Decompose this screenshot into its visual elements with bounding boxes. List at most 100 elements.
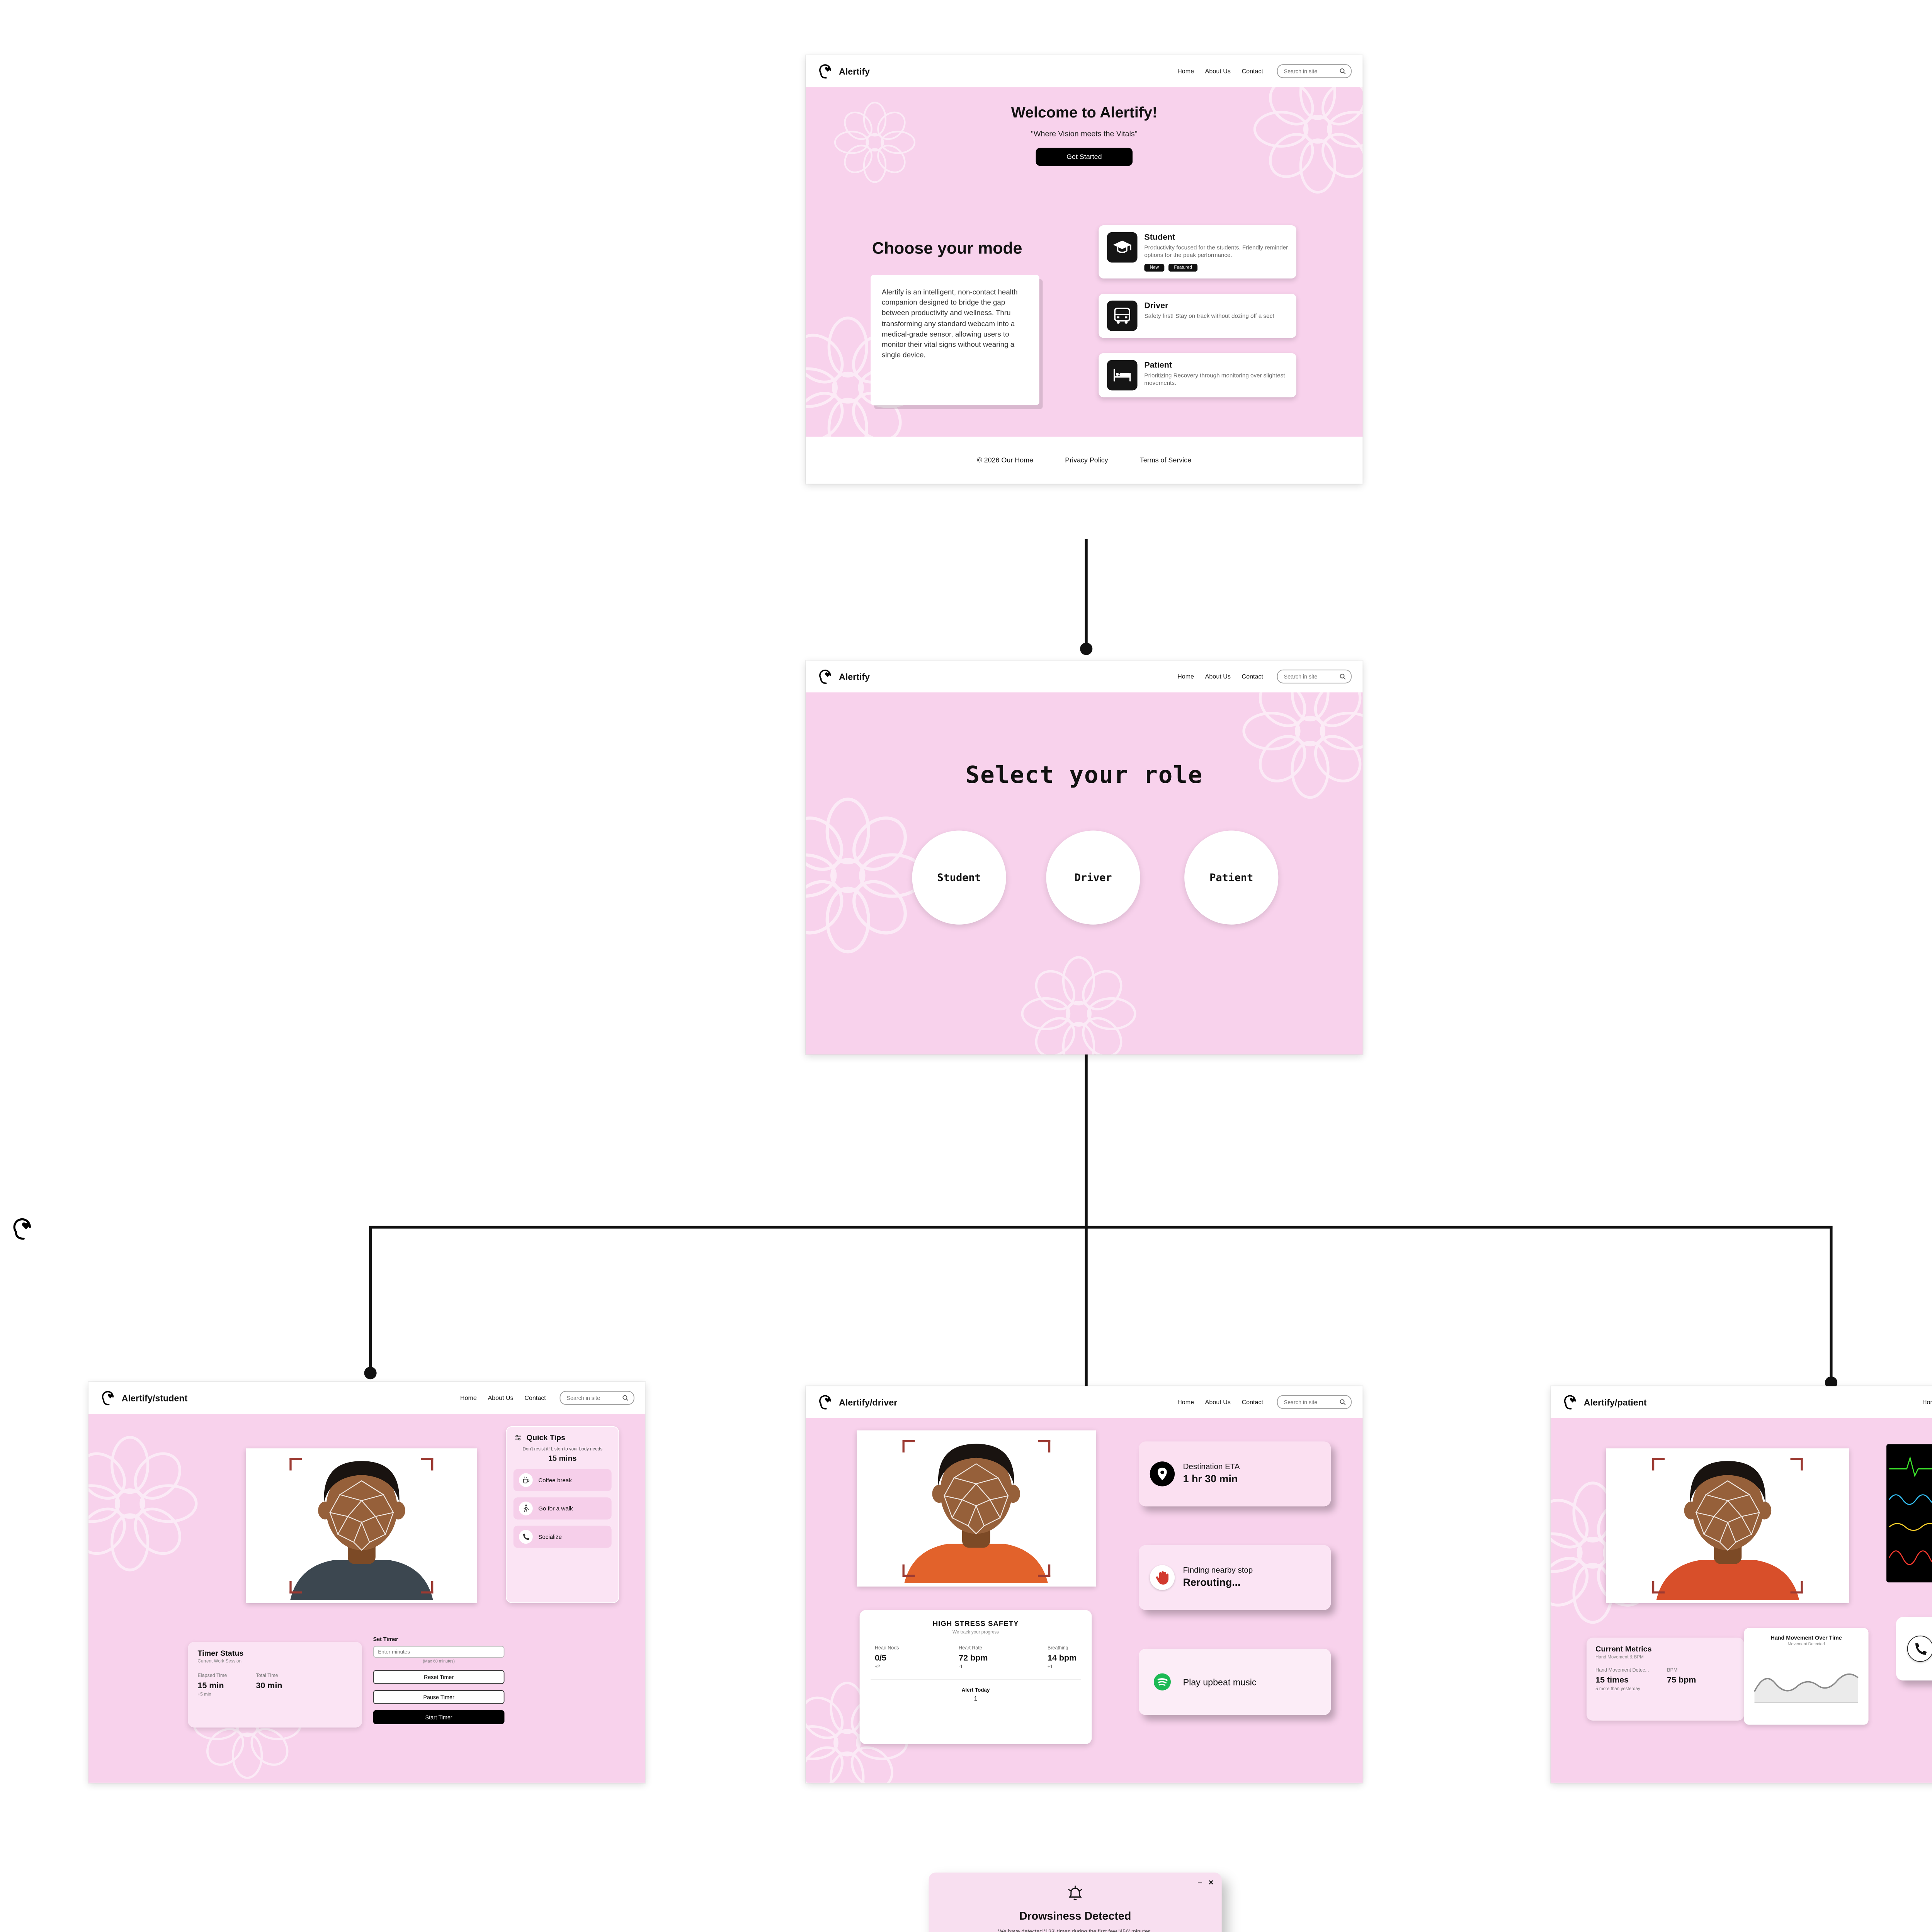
mode-card-desc: Productivity focused for the students. F… bbox=[1144, 244, 1288, 259]
focus-bracket bbox=[1038, 1440, 1051, 1453]
home-footer: © 2026 Our Home Privacy Policy Terms of … bbox=[806, 437, 1363, 484]
nav-links: Home About Us Contact bbox=[1177, 68, 1263, 75]
modal-body: We have detected '123' times during the … bbox=[998, 1929, 1152, 1932]
search-input[interactable] bbox=[565, 1394, 619, 1402]
role-option-driver[interactable]: Driver bbox=[1046, 830, 1140, 925]
search-input[interactable] bbox=[1282, 1398, 1337, 1406]
play-music-card[interactable]: Play upbeat music bbox=[1139, 1648, 1331, 1715]
nav-about[interactable]: About Us bbox=[488, 1394, 514, 1401]
nav-home[interactable]: Home bbox=[1177, 68, 1194, 75]
focus-bracket bbox=[902, 1564, 915, 1577]
nav-about[interactable]: About Us bbox=[1205, 68, 1231, 75]
patient-dashboard-body: 80 14 99 38 120/80 (93) 120/80 (90) Curr… bbox=[1550, 1418, 1932, 1783]
student-icon bbox=[1107, 232, 1138, 263]
set-timer-panel: Set Timer (Max 60 minutes) Reset Timer P… bbox=[373, 1636, 505, 1724]
nav-home[interactable]: Home bbox=[460, 1394, 477, 1401]
timer-status-card: Timer Status Current Work Session Elapse… bbox=[188, 1642, 362, 1728]
high-stress-safety-card: HIGH STRESS SAFETY We track your progres… bbox=[859, 1610, 1092, 1744]
alertify-logo-icon bbox=[100, 1389, 116, 1406]
bed-icon bbox=[1107, 360, 1138, 391]
mode-card-desc: Prioritizing Recovery through monitoring… bbox=[1144, 371, 1285, 387]
stop-value: Rerouting... bbox=[1183, 1577, 1241, 1589]
screen-student: Alertify/student Home About Us Contact bbox=[88, 1382, 646, 1783]
notify-nurses-card[interactable]: Notifying Nurses for immediate checkup..… bbox=[1896, 1617, 1932, 1681]
chart-title: Hand Movement Over Time bbox=[1770, 1635, 1842, 1641]
screen-driver: Alertify/driver Home About Us Contact H bbox=[806, 1386, 1363, 1783]
focus-bracket bbox=[420, 1581, 433, 1594]
tip-coffee-break[interactable]: Coffee break bbox=[513, 1469, 612, 1492]
brand-title: Alertify bbox=[838, 66, 870, 77]
quick-tips-panel: Quick Tips Don't resist it! Listen to yo… bbox=[506, 1426, 619, 1603]
footer-copyright: © 2026 Our Home bbox=[977, 456, 1034, 464]
coffee-icon bbox=[519, 1473, 533, 1488]
nav-contact[interactable]: Contact bbox=[1242, 68, 1264, 75]
nav-contact[interactable]: Contact bbox=[1242, 673, 1264, 680]
detected-face-illustration bbox=[262, 1451, 461, 1600]
stop-label: Finding nearby stop bbox=[1183, 1566, 1253, 1575]
flow-line-role-down bbox=[1085, 1054, 1088, 1228]
focus-bracket bbox=[1038, 1564, 1051, 1577]
nav-contact[interactable]: Contact bbox=[1242, 1398, 1264, 1406]
flow-line-to-driver bbox=[1085, 1226, 1088, 1386]
search-input[interactable] bbox=[1282, 67, 1337, 75]
site-search[interactable] bbox=[1277, 64, 1352, 78]
search-icon bbox=[1339, 673, 1346, 680]
current-metrics-card: Current Metrics Hand Movement & BPM Hand… bbox=[1586, 1638, 1744, 1721]
mode-card-patient[interactable]: Patient Prioritizing Recovery through mo… bbox=[1099, 353, 1296, 398]
eta-label: Destination ETA bbox=[1183, 1463, 1240, 1471]
start-timer-button[interactable]: Start Timer bbox=[373, 1710, 505, 1724]
mode-card-title: Patient bbox=[1144, 360, 1172, 370]
nearby-stop-card[interactable]: Finding nearby stop Rerouting... bbox=[1139, 1545, 1331, 1610]
navbar: Alertify/patient Home About Us Contact bbox=[1550, 1386, 1932, 1418]
home-hero-section: Welcome to Alertify! "Where Vision meets… bbox=[806, 87, 1363, 437]
focus-bracket bbox=[1790, 1581, 1803, 1594]
role-option-patient[interactable]: Patient bbox=[1184, 830, 1279, 925]
close-button[interactable]: × bbox=[1208, 1877, 1214, 1887]
minimize-button[interactable]: – bbox=[1197, 1877, 1202, 1887]
flower-decoration bbox=[88, 1435, 199, 1573]
tip-go-for-walk[interactable]: Go for a walk bbox=[513, 1498, 612, 1520]
nav-contact[interactable]: Contact bbox=[524, 1394, 546, 1401]
reset-timer-button[interactable]: Reset Timer bbox=[373, 1670, 505, 1684]
screen-role-select: Alertify Home About Us Contact Select yo… bbox=[806, 660, 1363, 1054]
tip-socialize[interactable]: Socialize bbox=[513, 1526, 612, 1548]
role-select-body: Select your role Student Driver Patient bbox=[806, 692, 1363, 1054]
mode-card-driver[interactable]: Driver Safety first! Stay on track witho… bbox=[1099, 293, 1296, 338]
bpm-block: BPM 75 bpm bbox=[1667, 1668, 1696, 1685]
search-icon bbox=[1339, 1399, 1346, 1406]
nav-about[interactable]: About Us bbox=[1205, 1398, 1231, 1406]
flow-dot bbox=[364, 1367, 377, 1379]
nav-about[interactable]: About Us bbox=[1205, 673, 1231, 680]
pause-timer-button[interactable]: Pause Timer bbox=[373, 1690, 505, 1704]
brand-title: Alertify bbox=[838, 671, 870, 682]
site-search[interactable] bbox=[560, 1391, 634, 1405]
hero-title: Welcome to Alertify! bbox=[1011, 104, 1157, 121]
nav-links: Home About Us Contact bbox=[1177, 1399, 1263, 1406]
mode-card-student[interactable]: Student Productivity focused for the stu… bbox=[1099, 225, 1296, 279]
nav-home[interactable]: Home bbox=[1922, 1398, 1932, 1406]
search-icon bbox=[622, 1395, 629, 1401]
site-search[interactable] bbox=[1277, 1395, 1352, 1409]
get-started-button[interactable]: Get Started bbox=[1036, 148, 1133, 166]
navbar: Alertify Home About Us Contact bbox=[806, 660, 1363, 692]
search-input[interactable] bbox=[1282, 672, 1337, 680]
site-search[interactable] bbox=[1277, 669, 1352, 684]
hero-tagline: "Where Vision meets the Vitals" bbox=[1031, 130, 1138, 138]
role-option-student[interactable]: Student bbox=[912, 830, 1006, 925]
driver-dashboard-body: HIGH STRESS SAFETY We track your progres… bbox=[806, 1418, 1363, 1783]
nav-links: Home About Us Contact bbox=[460, 1395, 546, 1401]
screen-home: Alertify Home About Us Contact Welcome t… bbox=[806, 55, 1363, 484]
alert-today-label: Alert Today bbox=[961, 1687, 990, 1693]
alarm-bell-icon bbox=[1066, 1885, 1084, 1903]
floating-logo bbox=[10, 1216, 34, 1241]
nav-home[interactable]: Home bbox=[1177, 673, 1194, 680]
total-value: 30 min bbox=[256, 1680, 282, 1690]
timer-minutes-input[interactable] bbox=[373, 1646, 505, 1658]
footer-terms-link[interactable]: Terms of Service bbox=[1139, 456, 1192, 464]
elapsed-label: Elapsed Time bbox=[197, 1673, 227, 1679]
footer-privacy-link[interactable]: Privacy Policy bbox=[1065, 456, 1108, 464]
quick-tips-title: Quick Tips bbox=[526, 1433, 565, 1442]
webcam-feed bbox=[857, 1430, 1096, 1587]
nav-home[interactable]: Home bbox=[1177, 1398, 1194, 1406]
mode-card-title: Driver bbox=[1144, 300, 1168, 310]
